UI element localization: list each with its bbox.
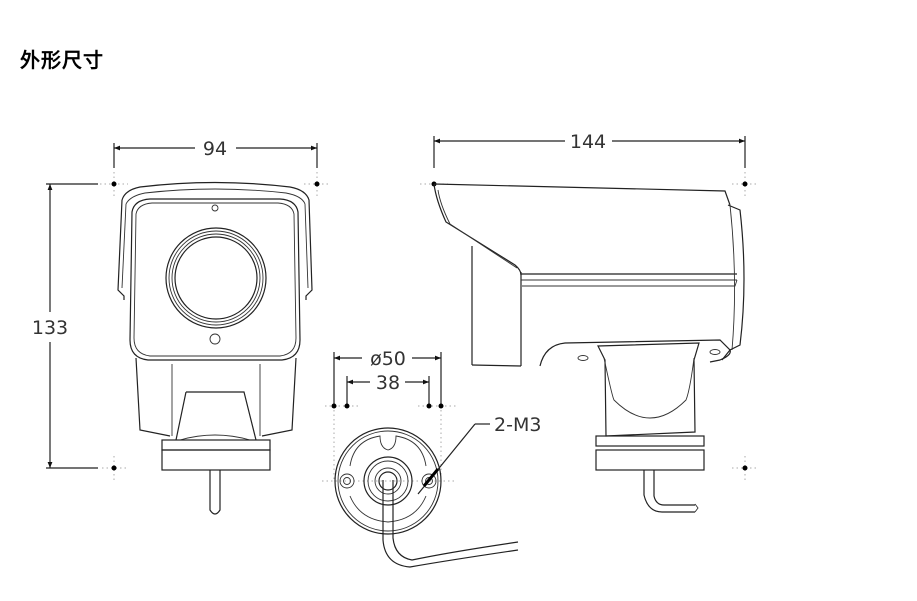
base-diameter-label: ø50 (370, 348, 406, 370)
screw-spec-label: 2-M3 (494, 414, 541, 436)
side-length-label: 144 (570, 131, 606, 153)
side-view: 144 (420, 131, 758, 513)
hole-spacing-label: 38 (376, 372, 400, 394)
base-bottom-view: ø50 38 2-M3 (322, 348, 541, 568)
front-height-label: 133 (32, 317, 68, 339)
front-view: 94 133 (32, 138, 330, 515)
page-title: 外形尺寸 (20, 48, 104, 72)
front-width-label: 94 (203, 138, 227, 160)
